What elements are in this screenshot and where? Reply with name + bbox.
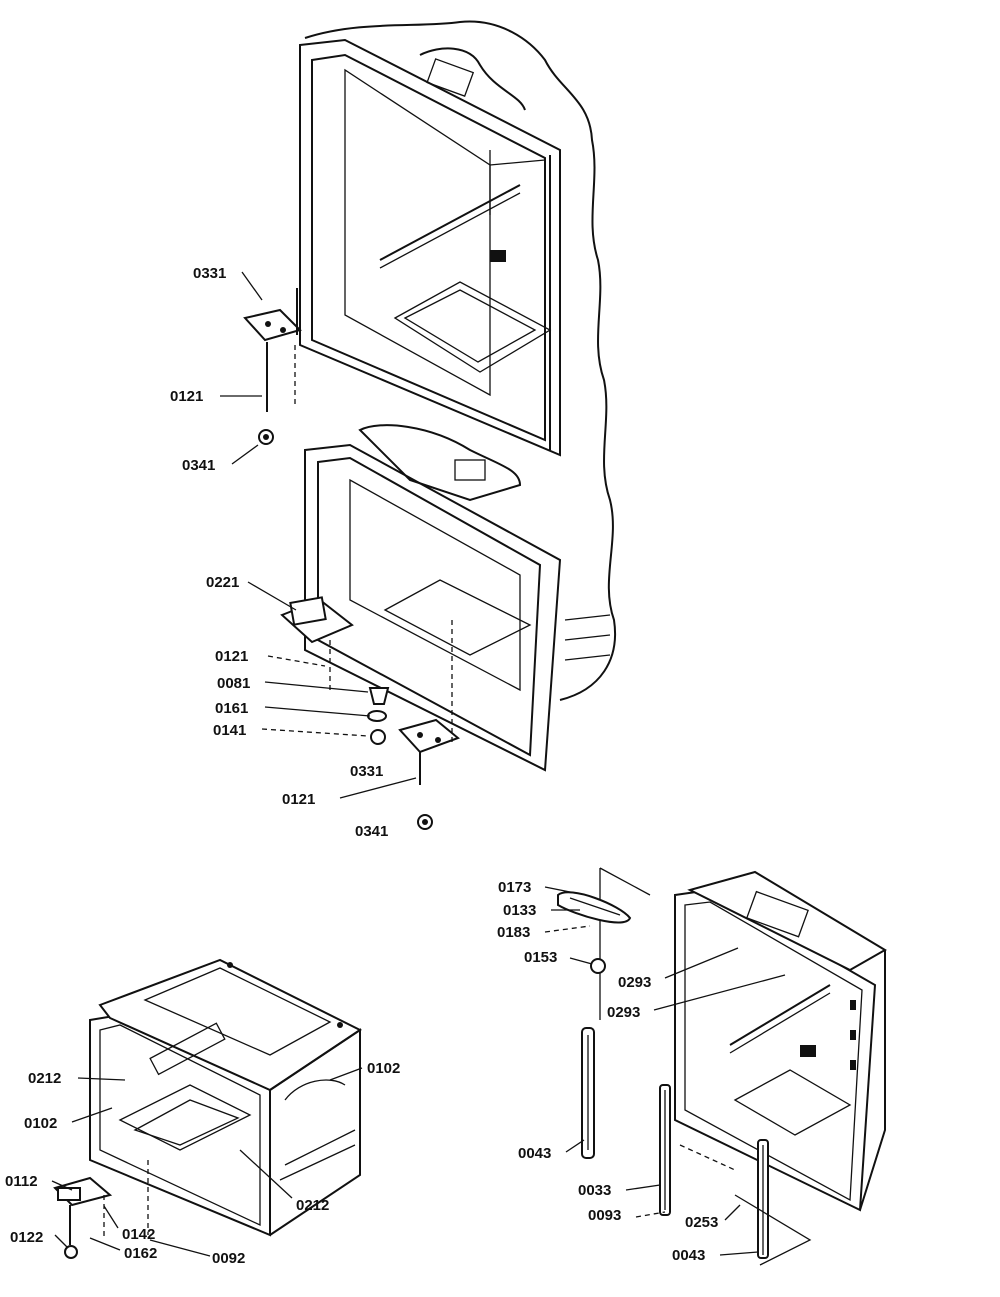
label-0212-left: 0212 [28,1070,61,1087]
label-0093: 0093 [588,1207,621,1224]
label-0081: 0081 [217,675,250,692]
label-0043-upper: 0043 [518,1145,551,1162]
label-0133: 0133 [503,902,536,919]
label-0033: 0033 [578,1182,611,1199]
label-0112: 0112 [5,1173,38,1190]
label-0212-right: 0212 [296,1197,329,1214]
label-0331-lower: 0331 [350,763,383,780]
label-0121-upper: 0121 [170,388,203,405]
bottom-left-assembly [53,958,362,1259]
label-0253: 0253 [685,1214,718,1231]
label-0183: 0183 [497,924,530,941]
label-0102-right: 0102 [367,1060,400,1077]
part-labels-top: 0331 0121 0341 0221 0121 0081 0161 0141 … [170,265,388,840]
label-0153: 0153 [524,949,557,966]
bottom-right-assembly [557,867,887,1266]
label-0141: 0141 [213,722,246,739]
label-0341-upper: 0341 [182,457,215,474]
label-0173: 0173 [498,879,531,896]
part-labels-bottom-left: 0212 0102 0102 0112 0212 0122 0142 0162 … [5,1060,400,1267]
label-0341-lower: 0341 [355,823,388,840]
label-0102-left: 0102 [24,1115,57,1132]
label-0122: 0122 [10,1229,43,1246]
label-0331-upper: 0331 [193,265,226,282]
label-0043-lower: 0043 [672,1247,705,1264]
label-0221: 0221 [206,574,239,591]
label-0162: 0162 [124,1245,157,1262]
cabinet-cutaway-outline [304,20,616,701]
leaders-bottom-left [51,1067,363,1257]
label-0293-upper: 0293 [618,974,651,991]
label-0121-middle: 0121 [215,648,248,665]
label-0142: 0142 [122,1226,155,1243]
label-0121-lower: 0121 [282,791,315,808]
leaders-top [220,271,417,799]
label-0293-lower: 0293 [607,1004,640,1021]
leaders-bottom-right [544,886,786,1256]
part-labels-bottom-right: 0173 0133 0183 0153 0293 0293 0043 0033 … [497,879,718,1264]
label-0161: 0161 [215,700,248,717]
label-0092: 0092 [212,1250,245,1267]
top-assembly [243,20,616,830]
